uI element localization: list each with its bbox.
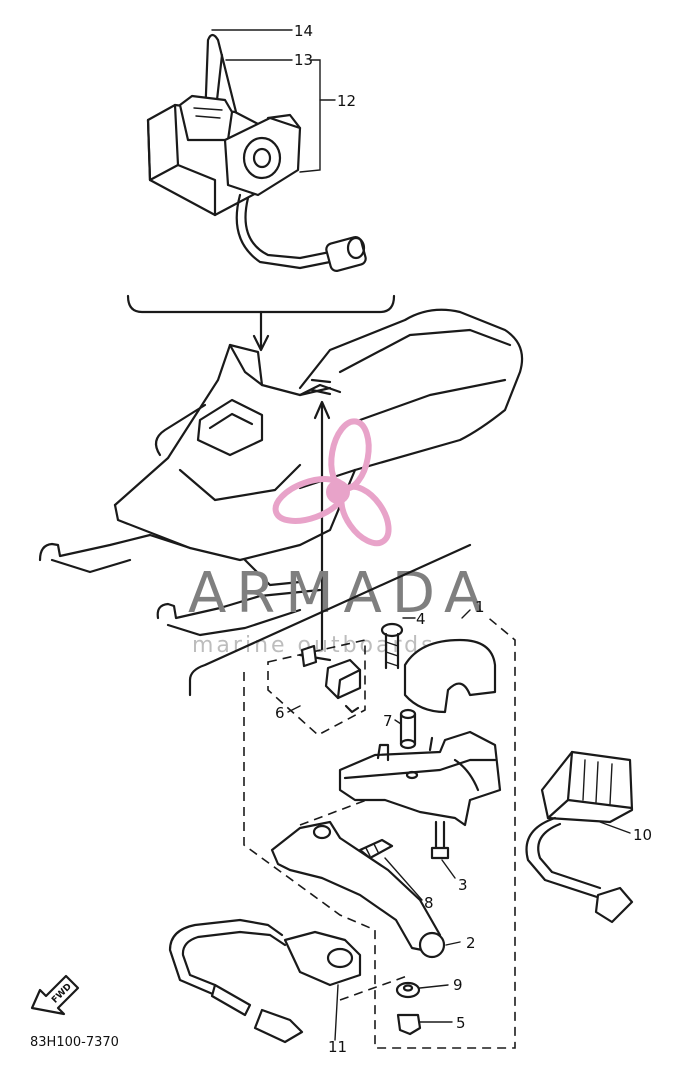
- part-9-washer: [395, 981, 421, 999]
- snowmobile-outline: [38, 308, 524, 637]
- callout-5: 5: [456, 1014, 466, 1032]
- callout-14: 14: [294, 22, 313, 40]
- part-11-sensor: [168, 918, 362, 1044]
- callout-10: 10: [633, 826, 652, 844]
- callout-6: 6: [275, 704, 285, 722]
- propeller-logo: [272, 418, 392, 547]
- part-5-nut: [396, 1013, 422, 1036]
- fwd-arrow-icon: FWD: [30, 974, 80, 1016]
- group-bracket-bottom: [188, 543, 472, 697]
- part-6-switch: [298, 644, 362, 714]
- watermark-brand: ARMADA: [188, 561, 492, 626]
- ignition-unit-assembly: [146, 29, 367, 272]
- part-7-sleeve: [399, 708, 417, 750]
- callout-9: 9: [453, 976, 463, 994]
- group-bracket-top: [126, 294, 396, 314]
- callout-4: 4: [416, 610, 426, 628]
- part-3-bolt: [430, 820, 450, 860]
- install-arrow-bottom: [313, 400, 331, 652]
- callout-7: 7: [383, 712, 393, 730]
- callout-11: 11: [328, 1038, 347, 1056]
- callout-8: 8: [424, 894, 434, 912]
- part-1-housing: [338, 730, 502, 827]
- install-arrow-top: [252, 310, 270, 352]
- throttle-cover: [403, 638, 497, 714]
- callout-labels: 14 13 12 1 4 6 7 10 3 8 2 9 5 11: [275, 22, 652, 1056]
- callout-12: 12: [337, 92, 356, 110]
- diagram-code: 83H100-7370: [30, 1035, 119, 1050]
- part-2-lever: [270, 820, 446, 959]
- throttle-assembly: [168, 609, 634, 1049]
- part-4-screw: [380, 617, 416, 670]
- callout-13: 13: [294, 51, 313, 69]
- callout-2: 2: [466, 934, 476, 952]
- callout-1: 1: [475, 598, 485, 616]
- part-10-connector: [525, 750, 634, 924]
- callout-3: 3: [458, 876, 468, 894]
